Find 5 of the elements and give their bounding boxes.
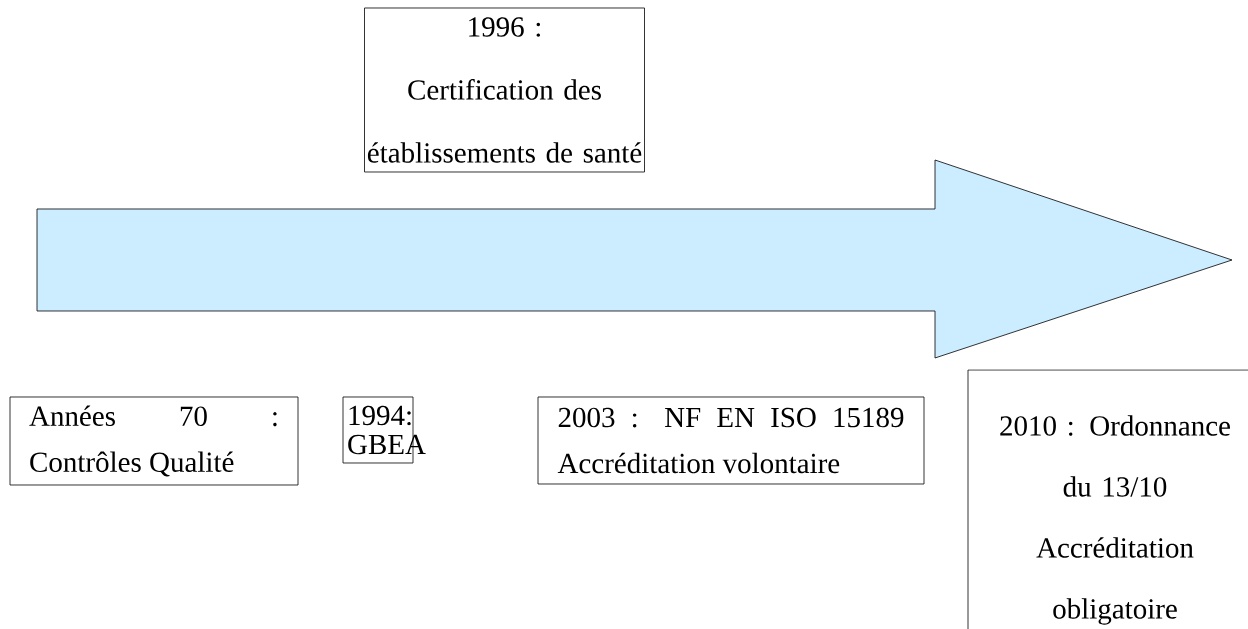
date-box: 2003 : NF EN ISO 15189 Accréditation volontaire xyxy=(537,396,925,485)
date-box: 2010 : Ordonnance du 13/10 Accréditation obligatoire xyxy=(967,369,1248,629)
date-box: 1996 : Certification des établissements de santé xyxy=(364,7,645,173)
date-box: Années 70 : Contrôles Qualité xyxy=(9,396,299,486)
date-box: 1994: GBEA xyxy=(342,396,426,464)
